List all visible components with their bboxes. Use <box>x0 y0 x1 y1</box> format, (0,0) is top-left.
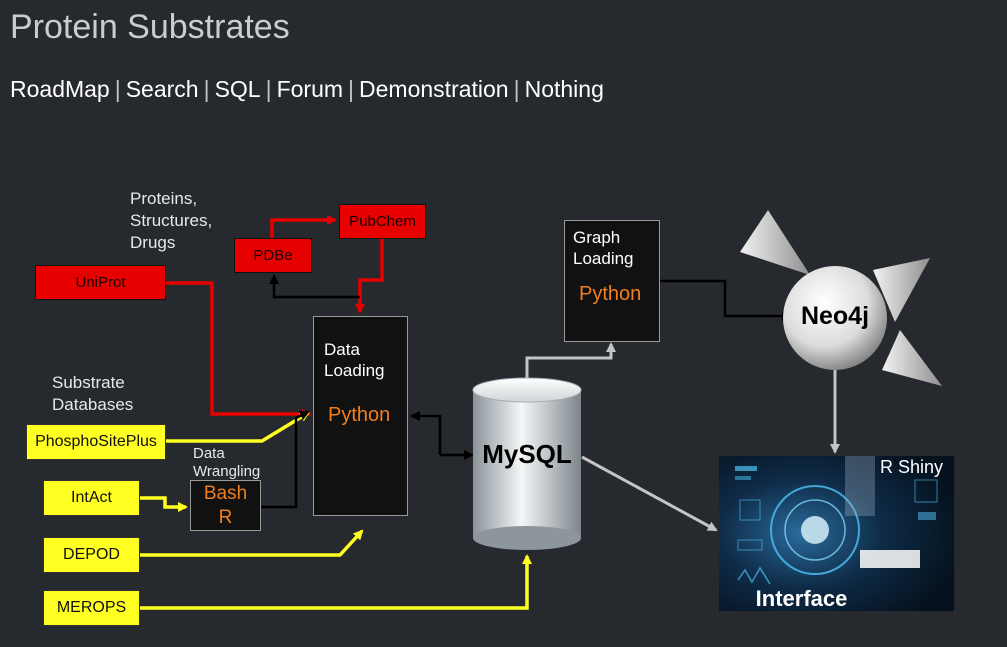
pubchem-to-dataloading-arrow <box>355 239 384 314</box>
nav-bar: RoadMap|Search|SQL|Forum|Demonstration|N… <box>10 76 604 103</box>
mysql-cylinder <box>472 377 582 550</box>
neo4j-label: Neo4j <box>800 302 870 330</box>
rshiny-image <box>719 456 954 611</box>
mysql-label: MySQL <box>482 439 572 469</box>
data-wrangling-label: Data Wrangling <box>193 445 261 480</box>
data-loading-box[interactable]: Data Loading Python <box>313 316 408 516</box>
pdbe-to-pubchem-arrow <box>270 215 337 238</box>
intact-box[interactable]: IntAct <box>43 480 140 516</box>
nav-link-sql[interactable]: SQL <box>214 76 261 102</box>
nav-link-search[interactable]: Search <box>125 76 199 102</box>
nav-link-forum[interactable]: Forum <box>276 76 344 102</box>
graph-loading-box[interactable]: Graph Loading Python <box>564 220 660 342</box>
rshiny-title: R Shiny <box>880 457 944 477</box>
bash-label: Bash <box>203 483 248 504</box>
nav-separator: | <box>513 76 520 102</box>
nav-separator: | <box>203 76 210 102</box>
mysql-to-rshiny-arrow <box>581 455 718 532</box>
page-title: Protein Substrates <box>10 8 290 46</box>
mysql-to-dataloading-arrow <box>410 411 442 455</box>
depod-box[interactable]: DEPOD <box>43 537 140 573</box>
proteins-structures-drugs-label: Proteins, Structures, Drugs <box>130 189 213 252</box>
graph-loading-title: Graph Loading <box>573 228 634 268</box>
r-label: R <box>218 507 233 528</box>
data-loading-title: Data Loading <box>324 340 385 380</box>
dataloading-to-pdbe-arrow <box>269 274 360 299</box>
bash-to-dataloading-arrow <box>260 410 310 509</box>
pdbe-box[interactable]: PDBe <box>234 238 312 273</box>
pubchem-box[interactable]: PubChem <box>339 204 426 239</box>
intact-to-bash-arrow <box>140 496 188 512</box>
uniprot-box[interactable]: UniProt <box>35 265 166 300</box>
data-loading-python-label: Python <box>328 404 391 426</box>
bash-r-box[interactable]: Bash R <box>190 480 261 531</box>
graph-loading-python-label: Python <box>579 283 642 305</box>
uniprot-to-dataloading-arrow <box>165 281 312 419</box>
neo4j-graphic <box>740 210 942 386</box>
nav-separator: | <box>114 76 121 102</box>
mysql-to-graphloading-arrow <box>525 342 616 378</box>
depod-to-dataloading-arrow <box>140 529 364 557</box>
phosphositeplus-box[interactable]: PhosphoSitePlus <box>26 424 166 460</box>
nav-link-nothing[interactable]: Nothing <box>524 76 604 102</box>
merops-to-mysql-arrow <box>140 554 532 610</box>
graphloading-to-neo4j-arrow <box>660 279 792 321</box>
substrate-databases-label: Substrate Databases <box>52 373 134 414</box>
interface-label: Interface <box>755 586 848 611</box>
nav-link-demonstration[interactable]: Demonstration <box>359 76 509 102</box>
merops-box[interactable]: MEROPS <box>43 590 140 626</box>
nav-link-roadmap[interactable]: RoadMap <box>10 76 110 102</box>
phosphositeplus-to-dataloading-arrow <box>165 411 310 443</box>
nav-separator: | <box>265 76 272 102</box>
nav-separator: | <box>348 76 355 102</box>
